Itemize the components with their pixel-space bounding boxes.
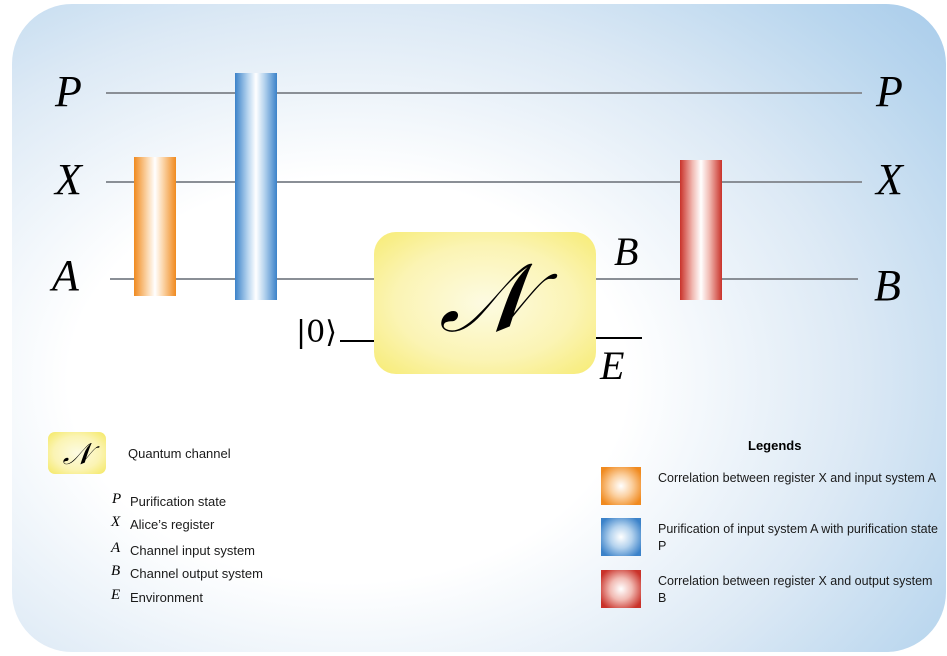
legend-channel-symbol: 𝒩 xyxy=(62,437,92,472)
legend-desc-red: Correlation between register X and outpu… xyxy=(658,574,933,605)
legend-channel-label: Quantum channel xyxy=(128,446,231,461)
purification-bar-ap xyxy=(235,73,277,300)
legend-swatch-orange xyxy=(601,467,641,505)
legend-label-b: Channel output system xyxy=(130,566,263,581)
legend-label-x: Alice’s register xyxy=(130,517,215,532)
environment-wire xyxy=(596,337,642,339)
channel-output-b: B xyxy=(614,229,639,274)
wire-x xyxy=(106,181,862,183)
wire-b xyxy=(596,278,858,280)
legend-symbol-e: E xyxy=(111,587,121,603)
correlation-bar-xb xyxy=(680,160,722,300)
legend-symbol-x: X xyxy=(111,514,121,530)
quantum-channel-box: 𝒩 xyxy=(374,232,596,374)
channel-output-e: E xyxy=(600,343,625,388)
legend-desc-blue: Purification of input system A with puri… xyxy=(658,522,938,553)
ket-wire xyxy=(340,340,374,342)
legends-title: Legends xyxy=(748,438,802,453)
legend-swatch-red xyxy=(601,570,641,608)
legend-symbol-b: B xyxy=(111,563,121,579)
legend-channel-icon: 𝒩 xyxy=(48,432,106,474)
wire-label-right-p: P xyxy=(876,67,903,116)
legend-swatch-blue xyxy=(601,518,641,556)
channel-symbol: 𝒩 xyxy=(439,242,531,354)
legend-symbol-a: A xyxy=(111,540,121,556)
wire-label-right-b: B xyxy=(874,261,901,310)
wire-label-left-p: P xyxy=(55,67,82,116)
legend-desc-orange: Correlation between register X and input… xyxy=(658,471,936,485)
legend-label-e: Environment xyxy=(130,590,203,605)
wire-label-left-x: X xyxy=(55,155,82,204)
wire-label-left-a: A xyxy=(52,251,79,300)
legend-label-p: Purification state xyxy=(130,494,227,509)
ket-zero: |0⟩ xyxy=(296,315,337,350)
wire-label-right-x: X xyxy=(876,155,903,204)
correlation-bar-xa xyxy=(134,157,176,296)
legend-symbol-p: P xyxy=(112,491,122,507)
wire-p xyxy=(106,92,862,94)
legend-label-a: Channel input system xyxy=(130,543,256,558)
